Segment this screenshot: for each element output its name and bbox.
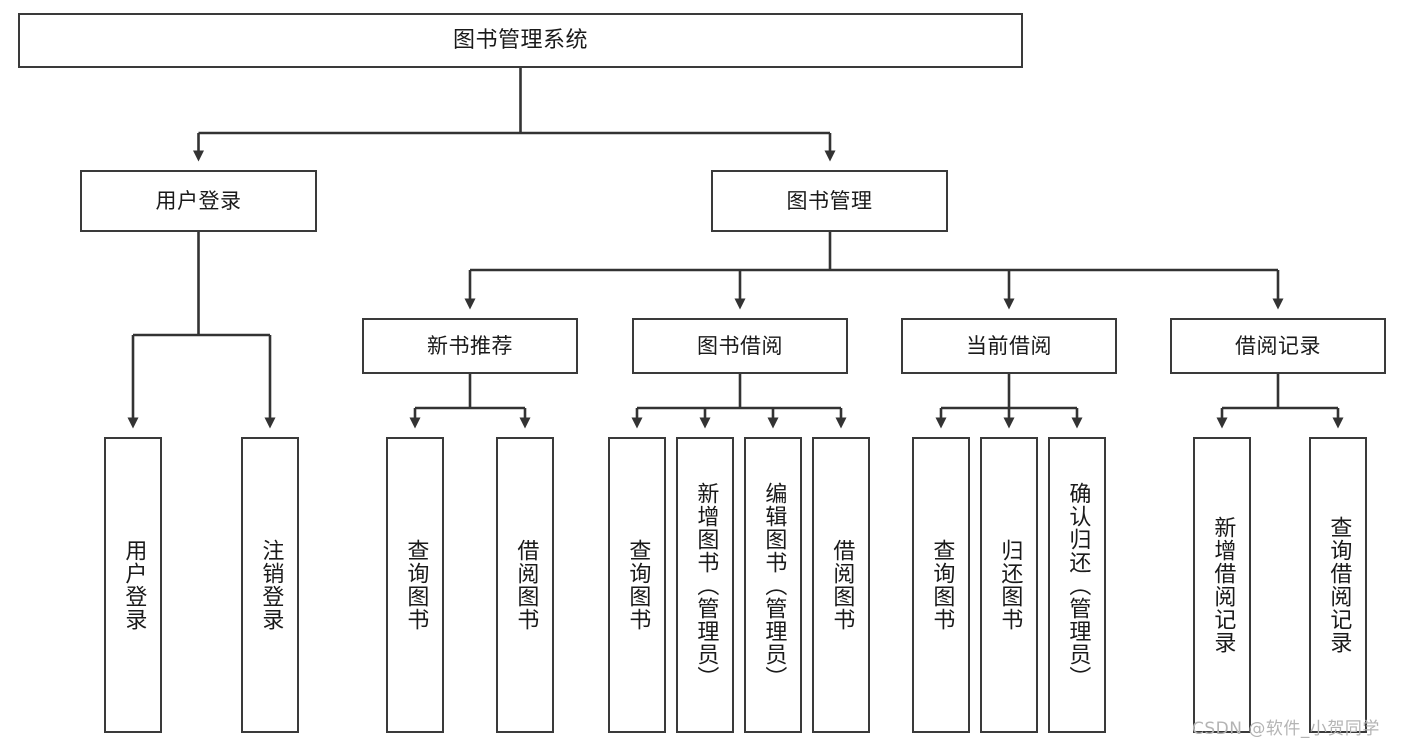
leaf-borrow-book-1[interactable]: 借阅图书 — [496, 437, 554, 733]
node-current-borrow[interactable]: 当前借阅 — [901, 318, 1117, 374]
node-borrow-record-label: 借阅记录 — [1235, 333, 1321, 358]
node-user-login[interactable]: 用户登录 — [80, 170, 317, 232]
leaf-query-borrow-record[interactable]: 查询借阅记录 — [1309, 437, 1367, 733]
leaf-query-book-3-label: 查询图书 — [929, 539, 955, 631]
node-book-borrow[interactable]: 图书借阅 — [632, 318, 848, 374]
node-borrow-record[interactable]: 借阅记录 — [1170, 318, 1386, 374]
node-root-label: 图书管理系统 — [452, 27, 588, 53]
node-new-book-recommend[interactable]: 新书推荐 — [362, 318, 578, 374]
node-book-management[interactable]: 图书管理 — [711, 170, 948, 232]
leaf-user-login-label: 用户登录 — [121, 539, 147, 631]
leaf-edit-book-admin[interactable]: 编辑图书（管理员） — [744, 437, 802, 733]
node-book-management-label: 图书管理 — [786, 188, 873, 213]
leaf-borrow-book-2[interactable]: 借阅图书 — [812, 437, 870, 733]
leaf-add-book-admin-label: 新增图书（管理员） — [693, 481, 719, 689]
leaf-add-borrow-record-label: 新增借阅记录 — [1210, 516, 1236, 654]
leaf-confirm-return-admin[interactable]: 确认归还（管理员） — [1048, 437, 1106, 733]
leaf-query-book-2-label: 查询图书 — [625, 539, 651, 631]
leaf-query-book-3[interactable]: 查询图书 — [912, 437, 970, 733]
leaf-borrow-book-1-label: 借阅图书 — [513, 539, 539, 631]
leaf-return-book[interactable]: 归还图书 — [980, 437, 1038, 733]
leaf-edit-book-admin-label: 编辑图书（管理员） — [761, 481, 787, 689]
watermark: CSDN @软件_小贺同学 — [1192, 719, 1380, 739]
leaf-borrow-book-2-label: 借阅图书 — [829, 539, 855, 631]
node-current-borrow-label: 当前借阅 — [966, 333, 1052, 358]
node-root[interactable]: 图书管理系统 — [18, 13, 1023, 68]
leaf-query-book-1[interactable]: 查询图书 — [386, 437, 444, 733]
leaf-confirm-return-admin-label: 确认归还（管理员） — [1065, 481, 1091, 689]
node-new-book-recommend-label: 新书推荐 — [427, 333, 513, 358]
leaf-query-book-1-label: 查询图书 — [403, 539, 429, 631]
leaf-logout-label: 注销登录 — [258, 539, 284, 631]
leaf-query-borrow-record-label: 查询借阅记录 — [1326, 516, 1352, 654]
leaf-return-book-label: 归还图书 — [997, 539, 1023, 631]
leaf-query-book-2[interactable]: 查询图书 — [608, 437, 666, 733]
node-user-login-label: 用户登录 — [155, 188, 242, 213]
leaf-user-login[interactable]: 用户登录 — [104, 437, 162, 733]
node-book-borrow-label: 图书借阅 — [697, 333, 783, 358]
leaf-logout[interactable]: 注销登录 — [241, 437, 299, 733]
leaf-add-book-admin[interactable]: 新增图书（管理员） — [676, 437, 734, 733]
leaf-add-borrow-record[interactable]: 新增借阅记录 — [1193, 437, 1251, 733]
